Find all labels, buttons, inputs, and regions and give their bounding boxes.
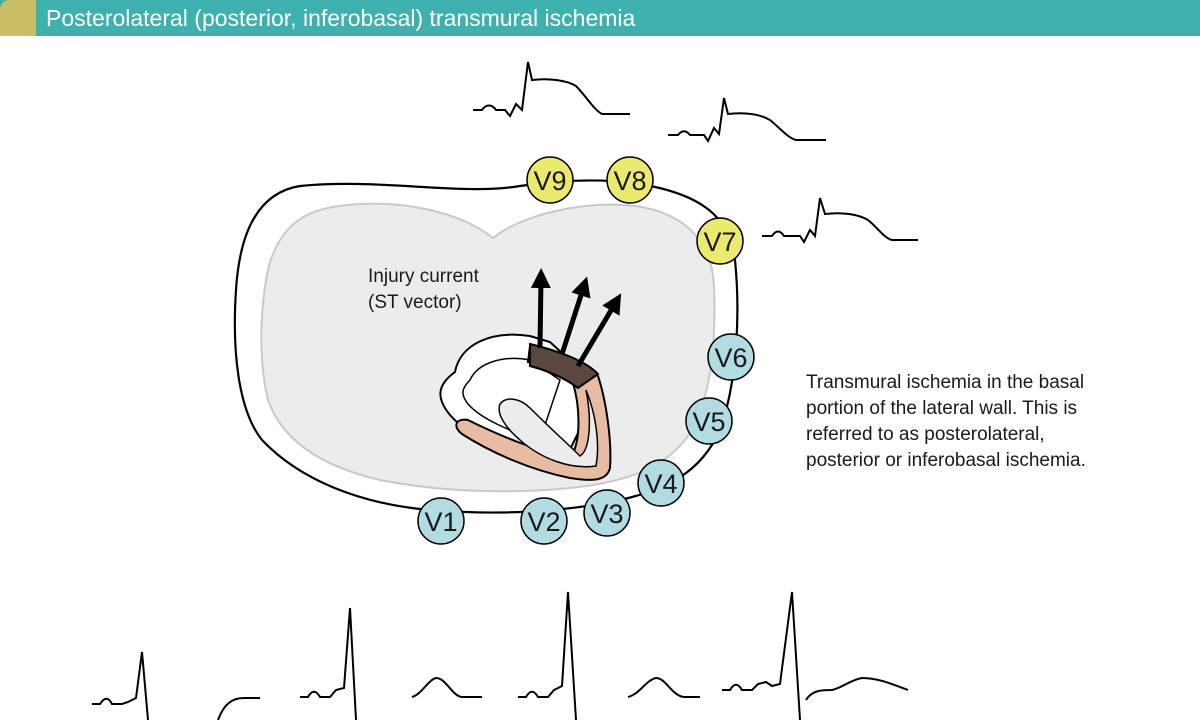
svg-text:V4: V4 — [644, 469, 677, 499]
ecg-trace-v3-t — [627, 676, 700, 698]
svg-text:V9: V9 — [533, 166, 566, 196]
lead-v1: V1 — [417, 497, 465, 545]
page-title: Posterolateral (posterior, inferobasal) … — [46, 5, 636, 31]
st-vector-arrow-2 — [559, 276, 591, 355]
ecg-trace-v2 — [300, 607, 357, 720]
svg-text:V6: V6 — [714, 343, 747, 373]
header-accent — [0, 0, 36, 36]
st-vector-arrow-3 — [575, 293, 622, 368]
ecg-trace-v1 — [92, 651, 149, 720]
svg-text:V1: V1 — [424, 507, 457, 537]
svg-text:V2: V2 — [527, 507, 560, 537]
svg-text:V3: V3 — [590, 499, 623, 529]
left-ventricle-cavity — [498, 389, 599, 468]
ecg-trace-v9 — [473, 61, 630, 118]
lead-v2: V2 — [520, 497, 568, 545]
ecg-trace-v4-t — [805, 676, 909, 701]
injury-current-label: Injury current — [368, 266, 480, 287]
ecg-trace-v3 — [518, 591, 577, 720]
lead-v7: V7 — [696, 217, 744, 265]
ischemic-zone — [529, 342, 600, 390]
lead-v4: V4 — [637, 459, 685, 507]
ecg-trace-v1-st — [217, 697, 260, 720]
header-bar: Posterolateral (posterior, inferobasal) … — [0, 0, 1200, 36]
lead-v9: V9 — [526, 156, 574, 204]
ecg-trace-v4 — [722, 591, 801, 720]
lead-v8: V8 — [606, 156, 654, 204]
svg-text:V5: V5 — [692, 407, 725, 437]
svg-text:V8: V8 — [613, 166, 646, 196]
svg-text:V7: V7 — [703, 227, 736, 257]
ecg-trace-v2-t — [411, 676, 482, 698]
lead-v6: V6 — [707, 333, 755, 381]
st-vector-arrow-1 — [530, 268, 551, 349]
st-vector-label: (ST vector) — [368, 292, 462, 313]
ecg-trace-v7 — [762, 197, 918, 244]
ecg-trace-v8 — [668, 97, 826, 144]
description-text: Transmural ischemia in the basal portion… — [806, 372, 1086, 471]
lead-v5: V5 — [685, 397, 733, 445]
lead-v3: V3 — [583, 489, 631, 537]
